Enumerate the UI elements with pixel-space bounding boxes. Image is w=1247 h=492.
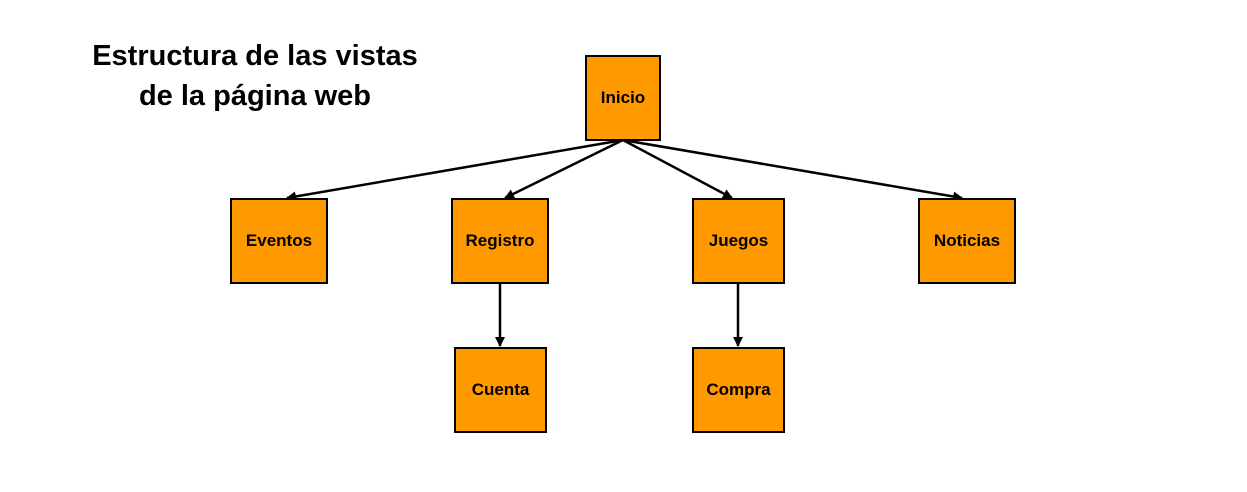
diagram-title-line-1: Estructura de las vistas bbox=[92, 40, 418, 72]
diagram-title-line-2: de la página web bbox=[138, 80, 372, 112]
node-noticias: Noticias bbox=[918, 198, 1016, 284]
diagram-title: Estructura de las vistas de la página we… bbox=[60, 36, 450, 116]
edge-inicio-eventos bbox=[286, 138, 624, 202]
edge-inicio-noticias bbox=[622, 138, 963, 202]
node-eventos: Eventos bbox=[230, 198, 328, 284]
edge-inicio-registro bbox=[504, 138, 624, 200]
node-juegos: Juegos bbox=[692, 198, 785, 284]
node-cuenta: Cuenta bbox=[454, 347, 547, 433]
node-registro: Registro bbox=[451, 198, 549, 284]
edge-inicio-juegos bbox=[622, 138, 733, 200]
node-compra: Compra bbox=[692, 347, 785, 433]
node-inicio: Inicio bbox=[585, 55, 661, 141]
